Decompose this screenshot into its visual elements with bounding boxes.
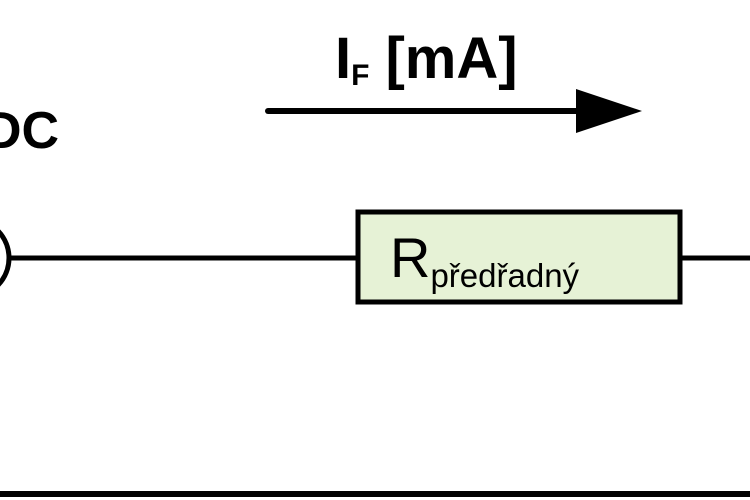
- resistor-symbol: R: [390, 226, 430, 289]
- current-label: IF [mA]: [335, 26, 518, 92]
- dc-source-symbol: [0, 229, 12, 287]
- current-arrow-head: [576, 89, 642, 133]
- current-subscript: F: [351, 59, 369, 92]
- resistor-subscript: předřadný: [430, 257, 579, 294]
- dc-source-label: DC: [0, 102, 59, 160]
- current-symbol: I: [335, 26, 351, 91]
- current-unit: [mA]: [385, 26, 517, 91]
- resistor-label: Rpředřadný: [390, 226, 580, 294]
